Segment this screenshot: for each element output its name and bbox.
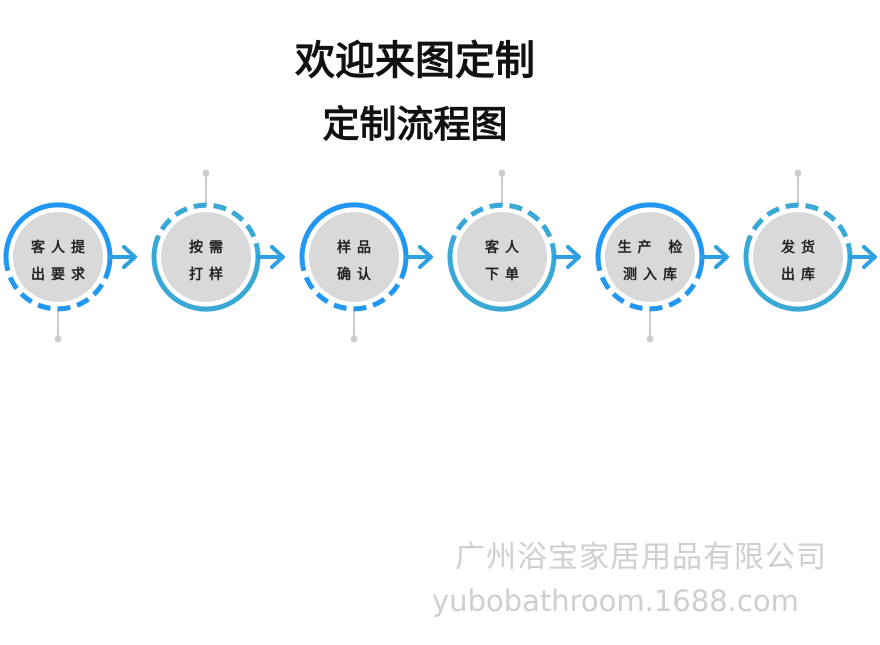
step-circle bbox=[161, 212, 251, 302]
arrow-right-icon bbox=[270, 245, 285, 269]
watermark-url: yubobathroom.1688.com bbox=[432, 584, 799, 618]
page-subtitle: 定制流程图 bbox=[322, 103, 508, 146]
step-label: 样品 bbox=[337, 239, 377, 256]
step-label: 确认 bbox=[337, 266, 377, 283]
step-label: 客人提 bbox=[30, 239, 91, 256]
step-label: 出要求 bbox=[31, 266, 91, 283]
step-ring-dashed bbox=[744, 202, 852, 249]
page-title: 欢迎来图定制 bbox=[295, 38, 535, 84]
step-label: 测入库 bbox=[623, 266, 683, 283]
step-tick-dot bbox=[54, 335, 62, 343]
step-label: 生产 检 bbox=[618, 239, 689, 256]
step-circle bbox=[605, 212, 695, 302]
step-tick-dot bbox=[646, 335, 654, 343]
step-ring-solid bbox=[151, 247, 261, 312]
step-label: 客人 bbox=[484, 239, 525, 256]
step-circle bbox=[309, 212, 399, 302]
arrow-right-icon bbox=[418, 245, 433, 269]
step-tick-dot bbox=[202, 169, 210, 177]
step-label: 发货 bbox=[780, 239, 821, 256]
step-label: 下单 bbox=[485, 266, 525, 283]
arrow-right-icon bbox=[566, 245, 581, 269]
step-circle bbox=[457, 212, 547, 302]
arrow-right-icon bbox=[714, 245, 729, 269]
step-ring-solid bbox=[595, 202, 705, 267]
step-ring-dashed bbox=[596, 265, 704, 312]
step-ring-solid bbox=[743, 247, 853, 312]
step-label: 出库 bbox=[781, 266, 821, 283]
step-ring-dashed bbox=[448, 202, 556, 249]
arrow-right-icon bbox=[862, 245, 877, 269]
step-ring-dashed bbox=[300, 265, 408, 312]
step-ring-solid bbox=[447, 247, 557, 312]
step-ring-solid bbox=[299, 202, 409, 267]
step-ring-dashed bbox=[152, 202, 260, 249]
step-tick-dot bbox=[794, 169, 802, 177]
step-ring-solid bbox=[3, 202, 113, 267]
watermark-company: 广州浴宝家居用品有限公司 bbox=[455, 540, 827, 575]
step-ring-dashed bbox=[4, 265, 112, 312]
step-circle bbox=[753, 212, 843, 302]
step-tick-dot bbox=[350, 335, 358, 343]
step-circle bbox=[13, 212, 103, 302]
step-label: 按需 bbox=[189, 239, 229, 256]
arrow-right-icon bbox=[122, 245, 137, 269]
step-label: 打样 bbox=[189, 266, 229, 283]
step-tick-dot bbox=[498, 169, 506, 177]
